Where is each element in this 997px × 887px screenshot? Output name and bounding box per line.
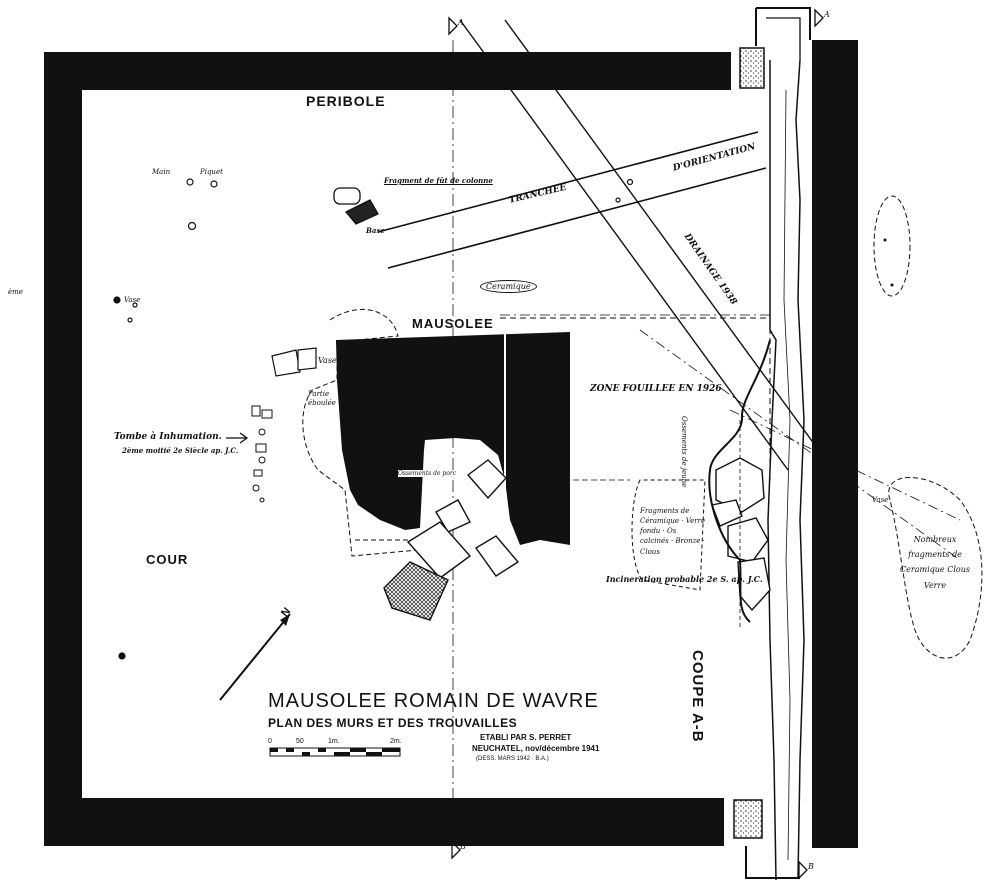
column-fragment (333, 187, 379, 225)
mausoleum-dashed-outline (302, 309, 419, 557)
note-partie-eboulee: Partie éboulée (308, 390, 336, 408)
tomb-arrow (226, 432, 249, 444)
area-label-zone-fouillee: ZONE FOUILLEE EN 1926 (590, 384, 722, 394)
author-line-2: NEUCHATEL, nov/décembre 1941 (472, 744, 600, 753)
note-tombe-line2: 2ème moitié 2e Siècle ap. J.C. (122, 446, 239, 455)
note-piquet: Piquet (200, 168, 223, 176)
note-vase-mid: Vase (318, 356, 337, 365)
section-marker-a-top-left (448, 16, 458, 36)
peribole-wall (44, 40, 858, 848)
scale-tick-50: 50 (296, 738, 304, 745)
scale-bar (269, 747, 401, 757)
section-marker-b-bottom-left (451, 840, 461, 860)
north-arrow (219, 613, 291, 701)
note-left-margin: ème (8, 288, 23, 296)
note-tombe-line1: Tombe à Inhumation. (114, 432, 222, 442)
scale-tick-0: 0 (268, 738, 272, 745)
note-main: Main (152, 168, 171, 176)
section-marker-b-bottom-left-label: B (460, 842, 466, 851)
oval-deposit-top (873, 195, 911, 297)
note-vase-left: Vase (124, 296, 141, 304)
note-vase-right: Vase (872, 496, 889, 504)
note-ossements-centre: Ossements de porc (398, 470, 457, 477)
author-line-3: (DESS. MARS 1942 · B.A.) (476, 756, 549, 762)
section-marker-a-top-left-label: A (458, 18, 464, 27)
area-label-peribole: PERIBOLE (306, 93, 386, 109)
plan-title: MAUSOLEE ROMAIN DE WAVRE (268, 690, 599, 712)
vase-fragments (271, 347, 317, 377)
note-fragments-ceramique: Fragments de Céramique · Verre fondu · O… (640, 507, 706, 556)
plan-subtitle: PLAN DES MURS ET DES TROUVAILLES (268, 716, 518, 730)
stone-blocks (383, 459, 520, 621)
scale-tick-1m: 1m. (328, 738, 340, 745)
small-finds (113, 178, 634, 660)
scale-tick-2m: 2m. (390, 738, 402, 745)
section-cut-strip (745, 7, 811, 881)
section-marker-a-top-right (814, 8, 824, 28)
incineration-area-outline (631, 479, 706, 591)
drainage-1938 (459, 19, 821, 471)
area-label-cour: COUR (146, 552, 189, 567)
note-nombreux-fragments: Nombreux fragments de Ceramique Clous Ve… (900, 535, 970, 590)
note-fragment-colonne: Fragment de fût de colonne (384, 176, 493, 185)
section-marker-b-bottom-right-label: B (808, 862, 814, 871)
zone-fouillee-boundary (500, 317, 771, 480)
area-label-coupe: COUPE A-B (689, 650, 706, 743)
oval-deposit-right (888, 477, 983, 659)
mausoleum-foundation (336, 332, 570, 545)
author-line-1: ETABLI PAR S. PERRET (480, 733, 572, 742)
inhumation-tomb-scatter (251, 405, 273, 503)
dash-dot-lines (500, 314, 961, 561)
note-base: Base (366, 226, 385, 235)
section-marker-a-top-right-label: A (824, 10, 830, 19)
eastern-trench-edge (708, 339, 771, 623)
section-marker-b-bottom-right (798, 860, 808, 880)
note-ossements-jeune: Ossements de jeune (680, 416, 688, 488)
area-label-mausolee: MAUSOLEE (412, 316, 494, 331)
note-incineration: Incineration probable 2e S. ap. J.C. (606, 574, 763, 584)
note-ceramique: Ceramique (480, 280, 537, 293)
orientation-trench (377, 131, 767, 269)
